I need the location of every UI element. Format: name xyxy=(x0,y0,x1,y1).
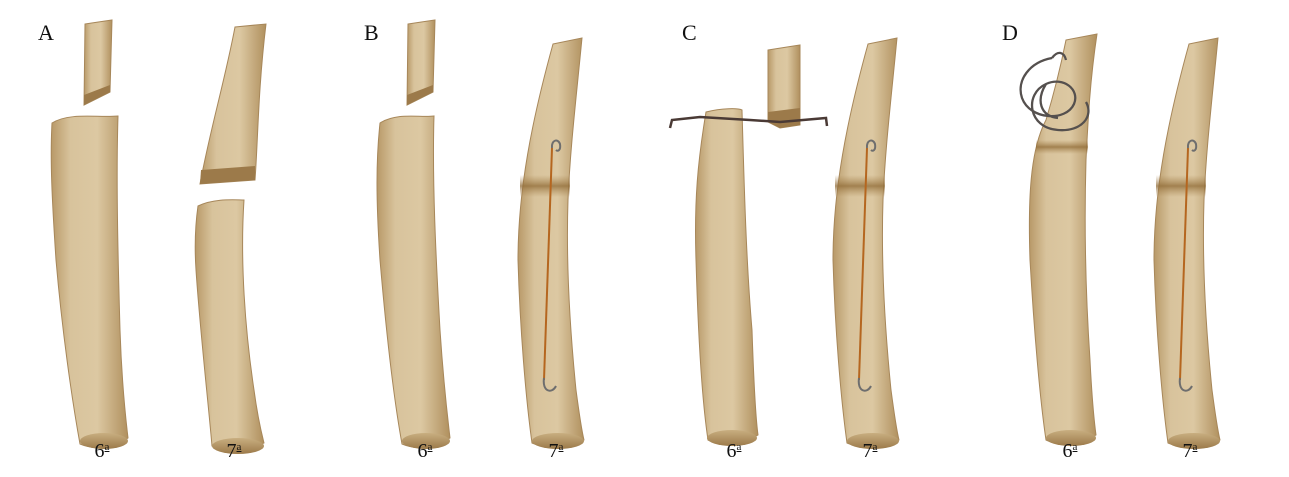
rib-label-7: 7a xyxy=(204,440,264,463)
panel-letter: B xyxy=(364,20,379,46)
rib-label-7: 7a xyxy=(526,440,586,463)
rib-label-6: 6a xyxy=(395,440,455,463)
panel-letter: A xyxy=(38,20,54,46)
panel-a: A xyxy=(26,0,348,477)
panel-d: D xyxy=(990,0,1289,477)
panel-letter: D xyxy=(1002,20,1018,46)
rib-label-6: 6a xyxy=(72,440,132,463)
rib-label-7: 7a xyxy=(1160,440,1220,463)
panel-letter: C xyxy=(682,20,697,46)
panel-b: B xyxy=(352,0,674,477)
rib-label-6: 6a xyxy=(704,440,764,463)
panel-c: C xyxy=(670,0,992,477)
rib-label-7: 7a xyxy=(840,440,900,463)
rib-label-6: 6a xyxy=(1040,440,1100,463)
